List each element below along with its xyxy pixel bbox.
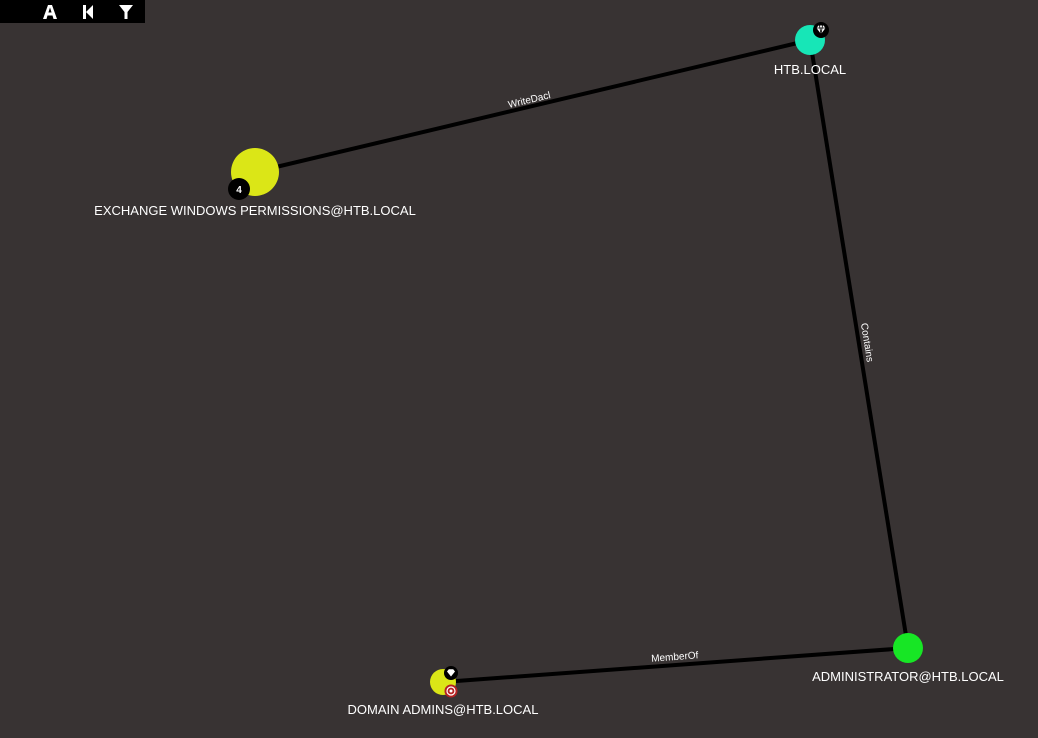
layout-button[interactable] — [31, 0, 69, 23]
back-button[interactable] — [69, 0, 107, 23]
graph-toolbar — [0, 0, 145, 23]
edge-label-memberof: MemberOf — [651, 650, 699, 664]
node-label-exchange-windows-permissions: EXCHANGE WINDOWS PERMISSIONS@HTB.LOCAL — [94, 203, 416, 218]
high-value-diamond-icon — [444, 666, 458, 680]
node-label-htb-local: HTB.LOCAL — [774, 62, 846, 77]
node-administrator[interactable]: ADMINISTRATOR@HTB.LOCAL — [812, 633, 1004, 684]
edge-writedacl[interactable]: WriteDacl — [254, 38, 811, 174]
filter-button[interactable] — [107, 0, 145, 23]
edge-memberof[interactable]: MemberOf — [442, 646, 909, 684]
node-htb-local[interactable]: HTB.LOCAL — [774, 22, 846, 77]
target-icon — [444, 684, 458, 698]
filter-icon — [119, 4, 133, 19]
back-icon — [83, 4, 93, 19]
node-domain-admins[interactable]: DOMAIN ADMINS@HTB.LOCAL — [348, 666, 539, 717]
count-badge: 4 — [228, 178, 250, 200]
svg-text:4: 4 — [236, 185, 242, 196]
node-label-domain-admins: DOMAIN ADMINS@HTB.LOCAL — [348, 702, 539, 717]
layout-icon — [43, 4, 57, 19]
node-exchange-windows-permissions[interactable]: 4 EXCHANGE WINDOWS PERMISSIONS@HTB.LOCAL — [94, 148, 416, 218]
node-label-administrator: ADMINISTRATOR@HTB.LOCAL — [812, 669, 1004, 684]
user-node-circle[interactable] — [893, 633, 923, 663]
high-value-diamond-icon — [813, 22, 829, 38]
edge-contains[interactable]: Contains — [808, 39, 910, 649]
